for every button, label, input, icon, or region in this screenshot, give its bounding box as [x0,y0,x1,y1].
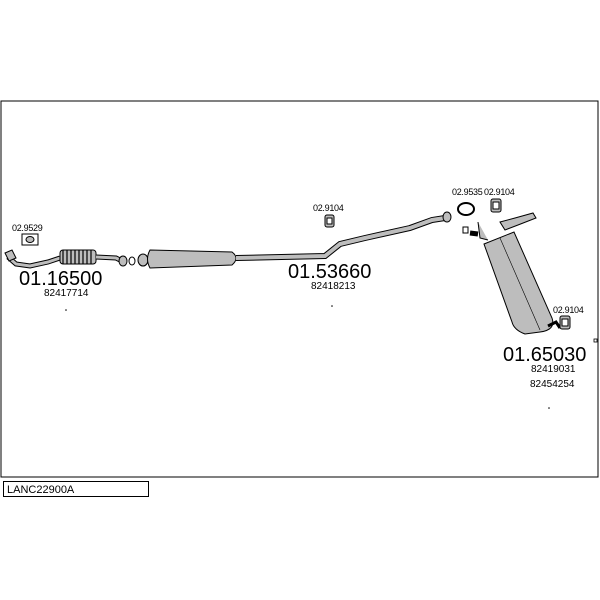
accessory-hanger-rear-bottom-code: 02.9104 [553,305,584,315]
part-rear-silencer-oem-2: 82454254 [530,379,575,390]
hanger-center-part [324,214,335,228]
accessory-hanger-rear-top-code: 02.9104 [484,187,515,197]
accessory-hanger-center-code: 02.9104 [313,203,344,213]
part-rear-silencer-code: 01.65030 [503,344,587,366]
front-pipe-part [4,249,136,269]
gasket-front-part [21,233,39,246]
part-front-pipe-oem: 82417714 [44,288,89,299]
accessory-clamp-rear-code: 02.9535 [452,187,483,197]
drawing-reference-label: LANC22900A [7,484,75,496]
rear-silencer-part [462,212,562,335]
drawing-reference-box: LANC22900A [3,481,149,497]
part-center-silencer-code: 01.53660 [288,261,372,283]
hanger-rear-top-part [490,198,502,213]
part-front-pipe-code: 01.16500 [19,268,103,290]
part-center-silencer-oem: 82418213 [311,281,356,292]
clamp-rear-part [457,202,475,216]
center-silencer-part [137,211,452,269]
part-rear-silencer-oem-1: 82419031 [531,364,576,375]
reference-dots [65,305,598,409]
accessory-gasket-front-code: 02.9529 [12,223,43,233]
hanger-rear-bottom-part [559,315,571,330]
diagram-frame [0,100,599,478]
